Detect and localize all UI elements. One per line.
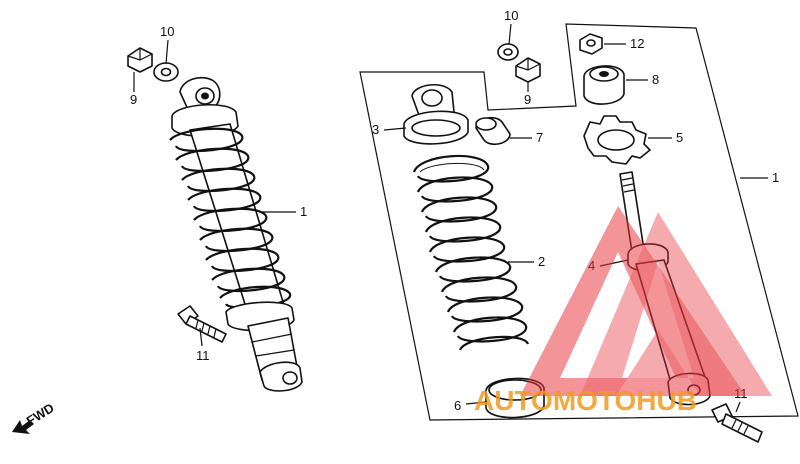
assembly-bracket [359,23,799,421]
callout-spring-adjuster: 5 [676,130,683,145]
left-bolt [177,305,227,343]
right-bolt [711,403,763,443]
callout-lower-seat: 6 [454,398,461,413]
callout-spring: 2 [538,254,545,269]
spring [412,154,530,351]
left-cap-nut [127,47,153,73]
left-coil-spring [169,127,292,309]
direction-label: FWD [24,400,57,428]
watermark-logo [520,206,772,396]
rubber-bushing [583,65,625,105]
forward-arrow-icon [12,420,34,434]
callout-left-bolt: 11 [196,348,210,363]
top-nut [579,33,603,55]
callout-rubber-bushing: 8 [652,72,659,87]
left-shock-assembly [169,76,303,392]
callout-bushing: 7 [536,130,543,145]
callout-assembly-bracket: 1 [772,170,779,185]
watermark-text: AUTOMOTOHUB [474,385,697,416]
callout-right-washer: 10 [504,8,518,23]
bushing [475,116,511,146]
callout-left-washer: 10 [160,24,174,39]
callout-top-nut: 12 [630,36,644,51]
callout-left-shock-assembly: 1 [300,204,307,219]
upper-seat [403,84,469,145]
right-cap-nut [515,57,541,83]
callout-right-cap-nut: 9 [524,92,531,107]
callout-left-cap-nut: 9 [130,92,137,107]
spring-adjuster [583,115,651,165]
callout-upper-seat: 3 [372,122,379,137]
left-washer [153,62,179,82]
right-washer [497,43,519,61]
